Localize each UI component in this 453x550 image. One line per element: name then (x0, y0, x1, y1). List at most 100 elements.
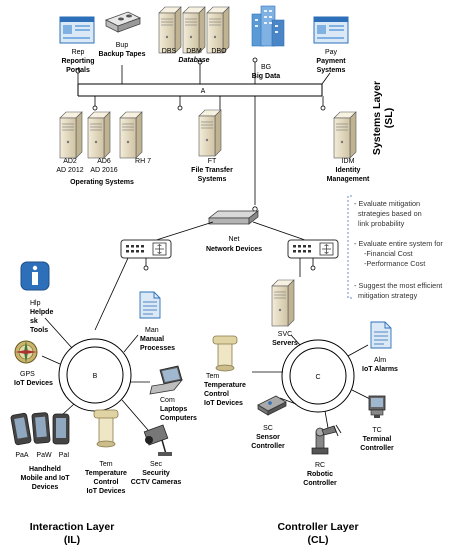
tc-name2: Controller (360, 445, 394, 452)
sc-name1: Sensor (256, 434, 280, 441)
pay-code: Pay (325, 49, 338, 56)
interaction-layer-title: Interaction Layer (30, 521, 115, 533)
il-tem-name2: Control (94, 479, 119, 486)
bg-name: Big Data (252, 73, 281, 80)
note-line3: link probability (358, 219, 405, 228)
cl-thermostat-icon (212, 335, 238, 372)
hlp-name2: sk (30, 318, 38, 325)
ad2-code: AD2 (63, 158, 77, 165)
ad6-server-icon (87, 111, 111, 159)
rep-code: Rep (72, 49, 85, 56)
il-tem-name3: IoT Devices (87, 488, 126, 495)
hub-c (281, 339, 355, 413)
hlp-name1: Helpde (30, 309, 53, 316)
dbo-server-icon (206, 6, 230, 54)
pay-name1: Payment (316, 58, 346, 65)
payment-systems-icon (313, 16, 349, 44)
handheld-devices-icon (10, 412, 70, 446)
rc-name2: Controller (303, 480, 337, 487)
cl-tem-name2: Control (204, 391, 229, 398)
ft-code: FT (208, 158, 217, 165)
alm-name: IoT Alarms (362, 366, 398, 373)
rep-name2: Portals (66, 67, 90, 74)
man-code: Man (145, 327, 159, 334)
il-switch-icon (120, 239, 172, 259)
database-label: Database (178, 57, 209, 64)
pay-name2: Systems (317, 67, 346, 74)
dbs-code: DBS (162, 48, 177, 55)
hlp-code: Hlp (30, 300, 41, 307)
com-code: Com (160, 397, 175, 404)
note-line7: - Suggest the most efficient (354, 281, 442, 290)
idm-name2: Management (327, 176, 370, 183)
hub-c-label: C (315, 374, 320, 381)
tc-name1: Terminal (363, 436, 392, 443)
bup-name: Backup Tapes (99, 51, 146, 58)
ad6-code: AD6 (97, 158, 111, 165)
idm-code: IDM (342, 158, 355, 165)
sec-name1: Security (142, 470, 170, 477)
bg-code: BG (261, 64, 271, 71)
alm-code: Alm (374, 357, 386, 364)
cl-switch-icon (287, 239, 339, 259)
thermostat-icon (93, 409, 119, 448)
il-tem-name1: Temperature (85, 470, 127, 477)
sec-name2: CCTV Cameras (131, 479, 182, 486)
idm-name1: Identity (336, 167, 361, 174)
ft-name1: File Transfer (191, 167, 233, 174)
interaction-layer-abbr: (IL) (64, 534, 80, 546)
pai-code: PaI (59, 452, 70, 459)
cl-tem-code: Tem (206, 373, 219, 380)
sc-code: SC (263, 425, 273, 432)
dbm-code: DBM (186, 48, 202, 55)
svc-code: SVC (278, 331, 292, 338)
handheld-name3: Devices (32, 484, 59, 491)
hlp-name3: Tools (30, 327, 48, 334)
core-router-icon (207, 210, 260, 225)
terminal-icon (368, 395, 386, 418)
network-devices-label: Network Devices (206, 246, 262, 253)
com-name1: Laptops (160, 406, 187, 413)
ad2-server-icon (59, 111, 83, 159)
reporting-portals-icon (59, 16, 95, 44)
sec-code: Sec (150, 461, 163, 468)
paw-code: PaW (36, 452, 52, 459)
cl-tem-name3: IoT Devices (204, 400, 243, 407)
laptop-icon (149, 365, 184, 395)
big-data-icon (251, 5, 285, 47)
alarm-document-icon (370, 321, 392, 349)
gps-code: GPS (20, 371, 35, 378)
hub-b (58, 338, 132, 412)
sensor-controller-icon (257, 395, 287, 416)
ft-name2: Systems (198, 176, 227, 183)
bup-code: Bup (116, 42, 129, 49)
robotic-arm-icon (311, 424, 342, 455)
note-line8: mitigation strategy (358, 291, 418, 300)
ad6-name: AD 2016 (90, 167, 117, 174)
sc-name2: Controller (251, 443, 285, 450)
net-code: Net (229, 236, 240, 243)
note-line5: -Financial Cost (364, 249, 413, 258)
ad2-name: AD 2012 (56, 167, 83, 174)
hub-b-label: B (93, 373, 98, 380)
notes-bracket (347, 195, 352, 299)
handheld-name2: Mobile and IoT (21, 475, 71, 482)
svc-server-icon (271, 279, 295, 327)
note-line6: -Performance Cost (364, 259, 425, 268)
dbs-server-icon (158, 6, 182, 54)
man-name2: Processes (140, 345, 175, 352)
tc-code: TC (372, 427, 381, 434)
svc-name: Servers (272, 340, 298, 347)
rh7-server-icon (119, 111, 143, 159)
security-camera-icon (143, 424, 172, 456)
rh7-code: RH 7 (135, 158, 151, 165)
info-icon (20, 261, 50, 291)
document-icon (139, 291, 161, 319)
rc-code: RC (315, 462, 325, 469)
paa-code: PaA (15, 452, 29, 459)
file-transfer-server-icon (198, 109, 222, 157)
dbo-code: DBO (211, 48, 227, 55)
gps-compass-icon (14, 340, 38, 364)
man-name1: Manual (140, 336, 164, 343)
